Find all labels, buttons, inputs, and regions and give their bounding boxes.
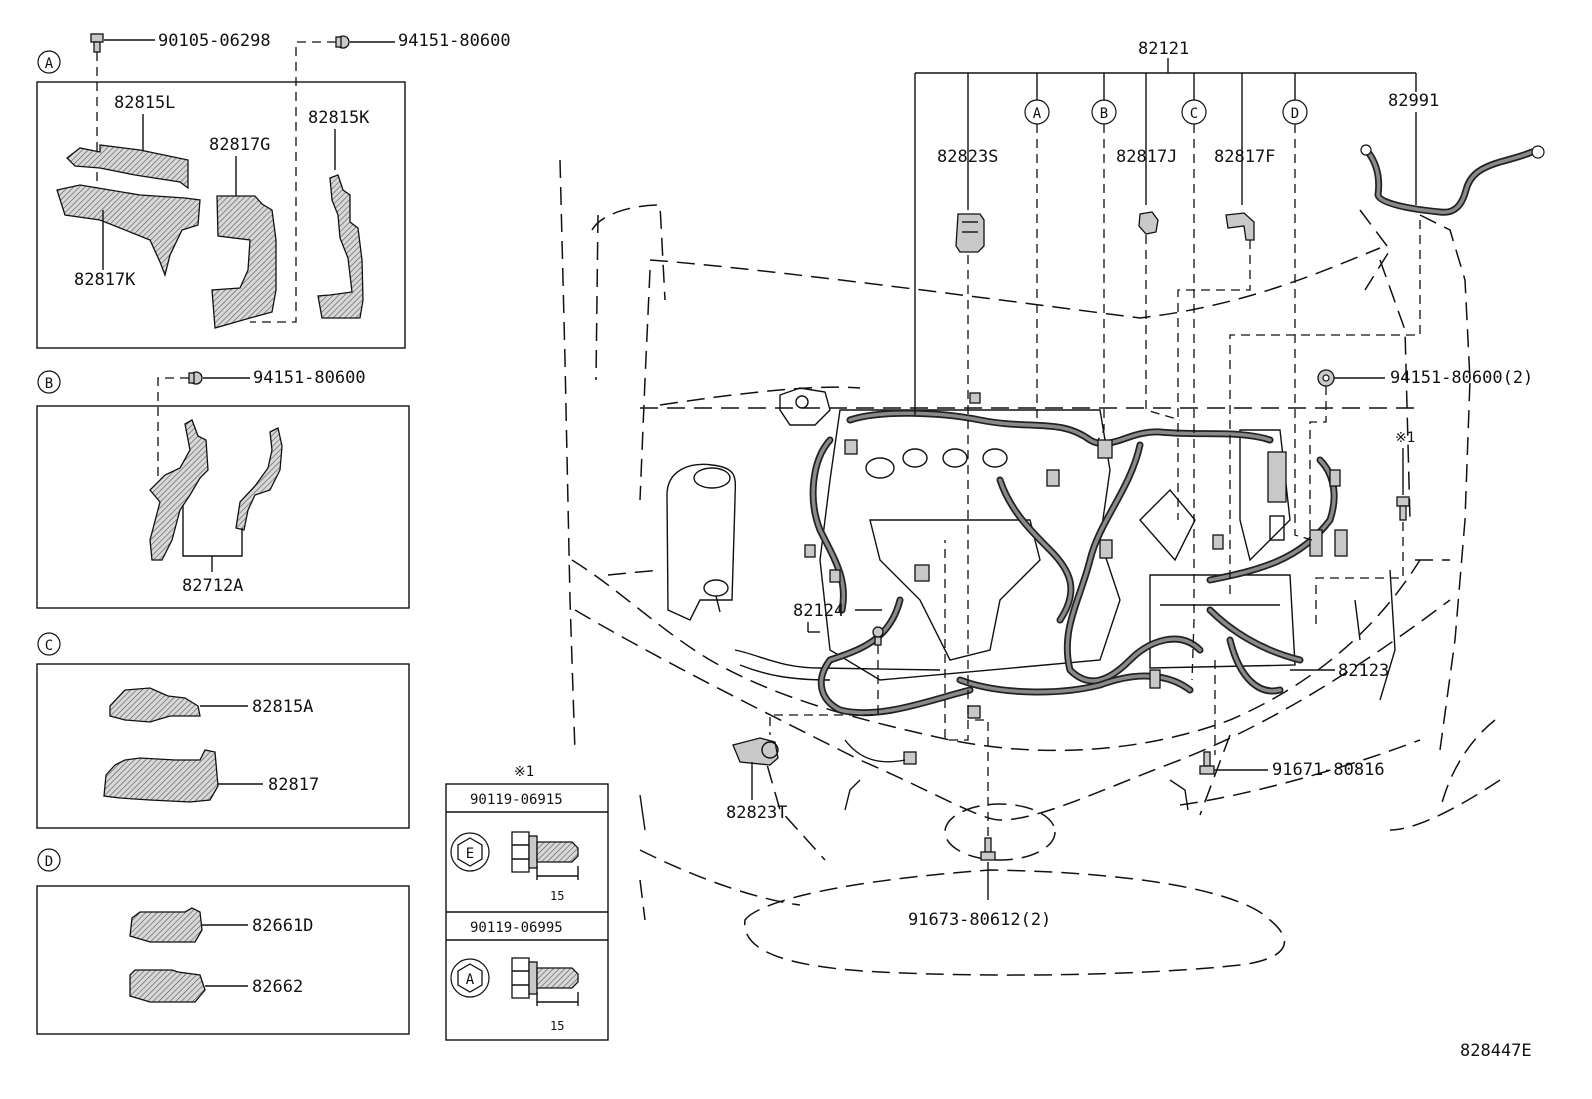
panel-d-letter: D [45,854,53,870]
connector-82662-shape [129,969,206,1003]
bolt-1-part: 90119-06915 [470,792,563,808]
fastener-b-label: 94151-80600 [253,368,366,388]
bolt-icon [1199,751,1215,775]
panel-b-frame [36,405,410,609]
bolt-icon [980,837,996,861]
panel-a-marker [37,50,61,74]
fastener-bolt-bottom-label: 91673-80612(2) [908,910,1051,930]
bracket-82815k-shape [317,174,364,319]
clip-icon [1317,369,1335,387]
bracket-82712a-left-shape [149,419,209,561]
part-82662-label: 82662 [252,977,303,997]
bolt-2-part: 90119-06995 [470,920,563,936]
bracket-82815a-shape [109,687,201,723]
main-callouts: 82121 A B C D 82823S 82817J [726,39,1545,930]
connector-82823t-shape [732,737,779,766]
bracket-82661d-shape [129,907,203,943]
note-mark: ※1 [514,764,534,780]
bracket-82712a-right-shape [235,427,283,531]
clamp-82817j-shape [1138,211,1159,235]
callout-d-letter: D [1291,106,1299,122]
callout-a-letter: A [1033,106,1042,122]
callout-b-letter: B [1100,106,1108,122]
fastener-90105-06298-label: 90105-06298 [158,31,271,51]
diagram-id: 828447E [1460,1041,1532,1061]
engine-bay [666,387,1296,766]
part-82123-label: 82123 [1338,661,1389,681]
clip-icon [188,371,203,385]
panel-d-marker [37,848,61,872]
cover-82817g-shape [211,195,277,329]
coolant-reservoir-shape [666,463,737,621]
part-82124-label: 82124 [793,601,844,621]
panel-c-frame [36,663,410,829]
part-82817j-label: 82817J [1116,147,1177,167]
panel-c-marker [37,632,61,656]
clamp-82817f-shape [1225,212,1255,241]
panel-a-letter: A [45,56,54,72]
fastener-bolt-right-label: 91671-80816 [1272,760,1385,780]
clip-icon [335,35,350,49]
part-82661d-label: 82661D [252,916,313,936]
panel-b-letter: B [45,376,53,392]
part-82817f-label: 82817F [1214,147,1275,167]
bracket-82815l-shape [66,144,189,190]
panel-b-marker [37,370,61,394]
cover-82817k-shape [56,184,201,278]
ground-cable-82991-shape [1360,144,1545,216]
panel-d-frame [36,885,410,1035]
bolt-1-head-letter: E [466,846,474,862]
bolt-1-icon [511,831,579,873]
bolt-2-length: 15 [550,1019,564,1033]
callout-c-letter: C [1190,106,1198,122]
part-82817g-label: 82817G [209,135,270,155]
part-82815k-label: 82815K [308,108,370,128]
bolt-icon [90,33,104,53]
bolt-icon [872,626,884,646]
panel-a-frame [36,81,406,349]
part-82991-label: 82991 [1388,91,1439,111]
fastener-94151-80600-label: 94151-80600 [398,31,511,51]
bolt-2-icon [511,957,579,999]
bolt-1-length: 15 [550,889,564,903]
bolt-spec-box: ※1 90119-06915 E 15 90119-06995 A [445,764,609,1041]
part-82817k-label: 82817K [74,270,136,290]
part-82815l-label: 82815L [114,93,175,113]
wire-harness-82121 [804,392,1348,765]
panel-a: A 90105-06298 94151-80600 82815L 82817K … [36,31,511,349]
bolt-2-head-letter: A [466,972,475,988]
part-82815a-label: 82815A [252,697,313,717]
connector-82823s-shape [955,213,985,253]
panel-b: B 94151-80600 82712A [36,368,410,609]
part-82817-label: 82817 [268,775,319,795]
part-82823s-label: 82823S [937,147,998,167]
vehicle-outline [559,159,1501,976]
part-82823t-label: 82823T [726,803,787,823]
panel-d: D 82661D 82662 [36,848,410,1035]
bolt-icon [1396,496,1410,521]
cover-82817-shape [103,749,219,803]
fastener-clip-right-label: 94151-80600(2) [1390,368,1533,388]
note-mark-right: ※1 [1395,430,1415,446]
panel-c-letter: C [45,638,53,654]
part-82712a-label: 82712A [182,576,243,596]
panel-c: C 82815A 82817 [36,632,410,829]
part-82121-label: 82121 [1138,39,1189,59]
